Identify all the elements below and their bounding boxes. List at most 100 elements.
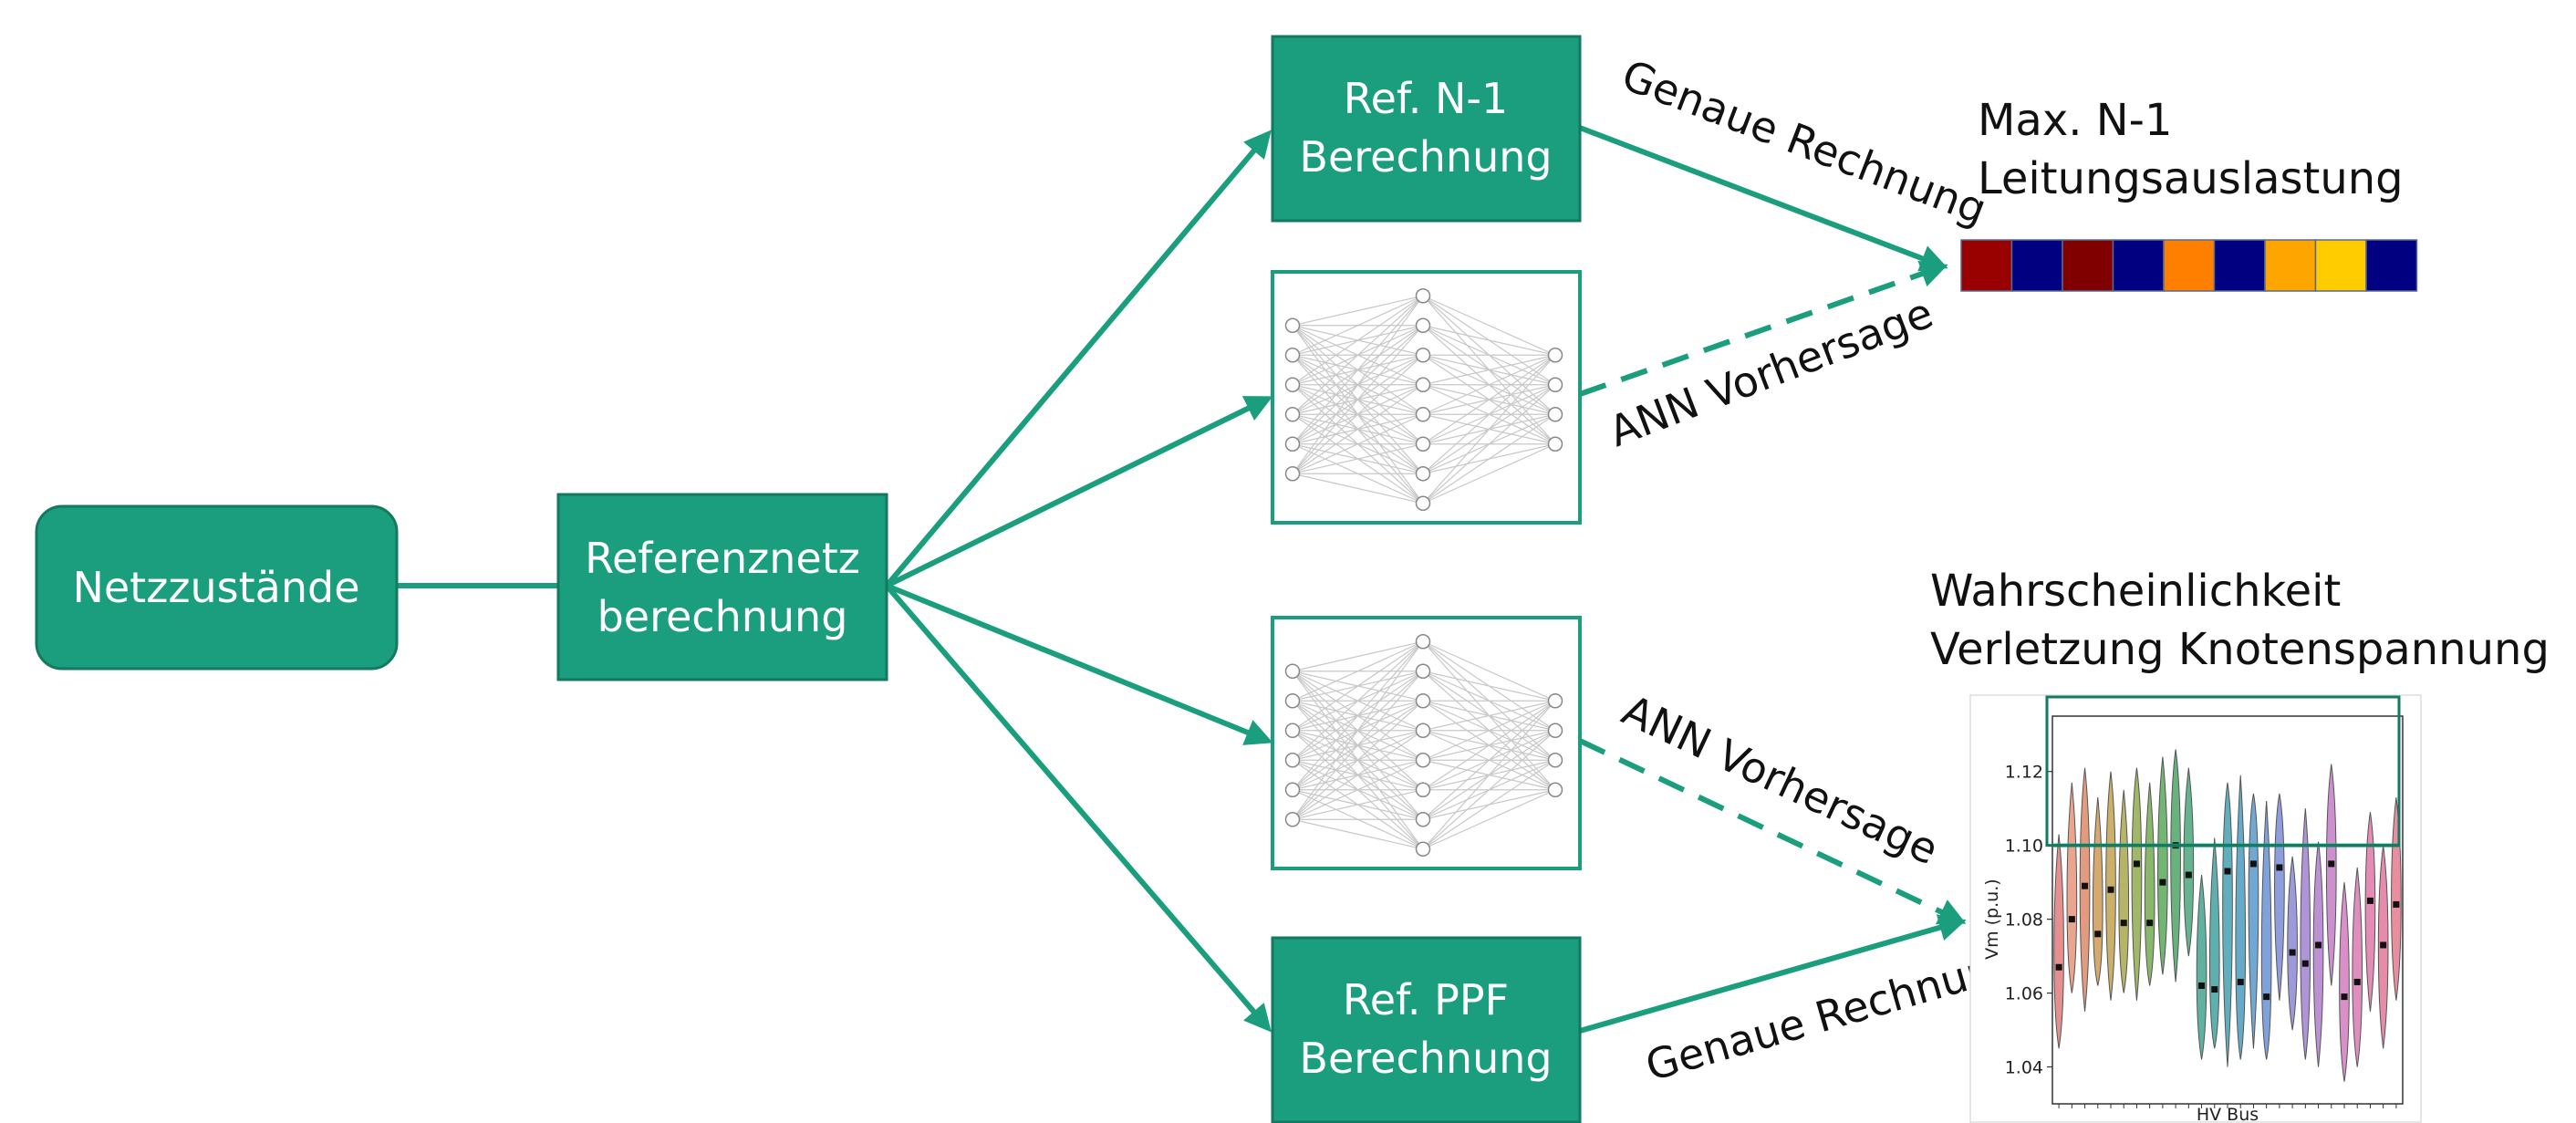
line-loading-title-line-1: Max. N-1 xyxy=(1978,95,2173,146)
nn-node xyxy=(1547,753,1563,768)
violin xyxy=(2312,841,2324,1067)
violin xyxy=(2105,771,2116,1001)
loading-cell xyxy=(2365,239,2418,292)
violin xyxy=(2339,882,2350,1082)
nn-node xyxy=(1284,466,1301,482)
nn-node xyxy=(1415,466,1431,482)
nn-connection xyxy=(1292,730,1424,820)
nn-connection xyxy=(1292,473,1424,504)
loading-cell xyxy=(2010,239,2063,292)
loading-cell xyxy=(2112,239,2165,292)
y-tick-label: 1.04 xyxy=(2005,1058,2043,1078)
output-line-loading: Max. N-1 Leitungsauslastung xyxy=(1960,95,2418,292)
nn-connection xyxy=(1422,700,1556,732)
violin-median xyxy=(2366,897,2373,904)
nn-connection xyxy=(1292,759,1424,820)
violin xyxy=(2222,782,2233,1067)
nn-connection xyxy=(1292,295,1424,327)
violin-median xyxy=(2341,993,2348,1001)
violin xyxy=(2157,756,2168,975)
loading-cell xyxy=(2264,239,2317,292)
violin-median xyxy=(2276,864,2283,871)
loading-cell xyxy=(2314,239,2367,292)
netzzustaende-label: Netzzustände xyxy=(72,563,359,612)
nn-node xyxy=(1415,812,1431,827)
nn-connection xyxy=(1292,640,1424,672)
nn-node xyxy=(1284,407,1301,422)
nn-connection xyxy=(1292,384,1424,474)
nn-node xyxy=(1415,348,1431,363)
arrow-to-ann-top xyxy=(885,396,1273,588)
nn-connection xyxy=(1292,325,1424,474)
violin-median xyxy=(2107,886,2114,893)
violin-median xyxy=(2146,920,2154,927)
nn-node xyxy=(1284,753,1301,768)
violin xyxy=(2325,764,2337,986)
arrow-exact-bottom xyxy=(1579,914,1967,1034)
nn-connection xyxy=(1422,671,1556,702)
violin-median xyxy=(2120,920,2127,927)
nn-node xyxy=(1415,634,1431,650)
nn-connection xyxy=(1422,700,1556,850)
violin-median xyxy=(2315,941,2322,949)
violin-median xyxy=(2211,986,2218,993)
nn-node xyxy=(1415,495,1431,511)
arrow-label-ann-top: ANN Vorhersage xyxy=(1603,287,1940,456)
box-referenznetz-berechnung: Referenznetz berechnung xyxy=(556,493,888,681)
violin xyxy=(2183,767,2195,957)
nn-node xyxy=(1415,377,1431,392)
nn-connection xyxy=(1292,818,1424,850)
nn-node xyxy=(1415,407,1431,422)
nn-node xyxy=(1415,317,1431,333)
violin-median xyxy=(2380,941,2387,949)
y-tick-label: 1.10 xyxy=(2005,837,2043,857)
y-tick-label: 1.06 xyxy=(2005,984,2043,1004)
violin xyxy=(2118,789,2130,993)
violin-median xyxy=(2301,960,2309,967)
violin-median xyxy=(2082,882,2089,889)
arrow-to-ref-n1 xyxy=(884,130,1272,587)
voltage-title-line-1: Wahrscheinlichkeit xyxy=(1930,566,2341,617)
violin xyxy=(2196,874,2207,1060)
nn-node xyxy=(1547,407,1563,422)
ref-ppf-label-line-2: Berechnung xyxy=(1299,1034,1552,1083)
arrow-to-ann-bottom xyxy=(885,583,1273,745)
nn-connection xyxy=(1422,413,1556,504)
nn-connection xyxy=(1422,789,1556,850)
neural-network-icon xyxy=(1284,288,1563,511)
violin-median xyxy=(2263,993,2270,1001)
box-ref-n1-berechnung: Ref. N-1 Berechnung xyxy=(1271,35,1582,223)
nn-connection xyxy=(1292,671,1424,820)
box-ref-ppf-berechnung: Ref. PPF Berechnung xyxy=(1271,936,1582,1123)
referenznetz-label-line-1: Referenznetz xyxy=(585,534,860,583)
ann-box-top xyxy=(1271,270,1582,525)
nn-connection xyxy=(1422,354,1556,504)
nn-connection xyxy=(1292,354,1424,474)
ref-n1-label-line-1: Ref. N-1 xyxy=(1344,74,1509,123)
nn-node xyxy=(1415,663,1431,679)
violin-median xyxy=(2068,916,2075,923)
loading-cell xyxy=(2062,239,2114,292)
x-axis-label: HV Bus xyxy=(2197,1105,2259,1123)
violin xyxy=(2131,767,2143,1001)
ref-n1-label-line-2: Berechnung xyxy=(1299,132,1552,182)
voltage-title-line-2: Verletzung Knotenspannung xyxy=(1930,624,2550,675)
nn-connection xyxy=(1292,295,1424,445)
nn-connection xyxy=(1422,700,1556,820)
nn-node xyxy=(1284,317,1301,333)
nn-connection xyxy=(1422,384,1556,504)
nn-connection xyxy=(1292,640,1424,761)
ref-ppf-label-line-1: Ref. PPF xyxy=(1343,975,1509,1024)
nn-connection xyxy=(1292,295,1424,474)
violin xyxy=(2248,793,2259,1049)
nn-connection xyxy=(1292,295,1424,356)
loading-cell xyxy=(2213,239,2266,292)
nn-connection xyxy=(1422,295,1556,356)
nn-node xyxy=(1415,288,1431,304)
nn-node xyxy=(1284,693,1301,709)
violin-median xyxy=(2185,871,2192,879)
nn-connection xyxy=(1292,295,1424,415)
violin xyxy=(2170,749,2181,983)
